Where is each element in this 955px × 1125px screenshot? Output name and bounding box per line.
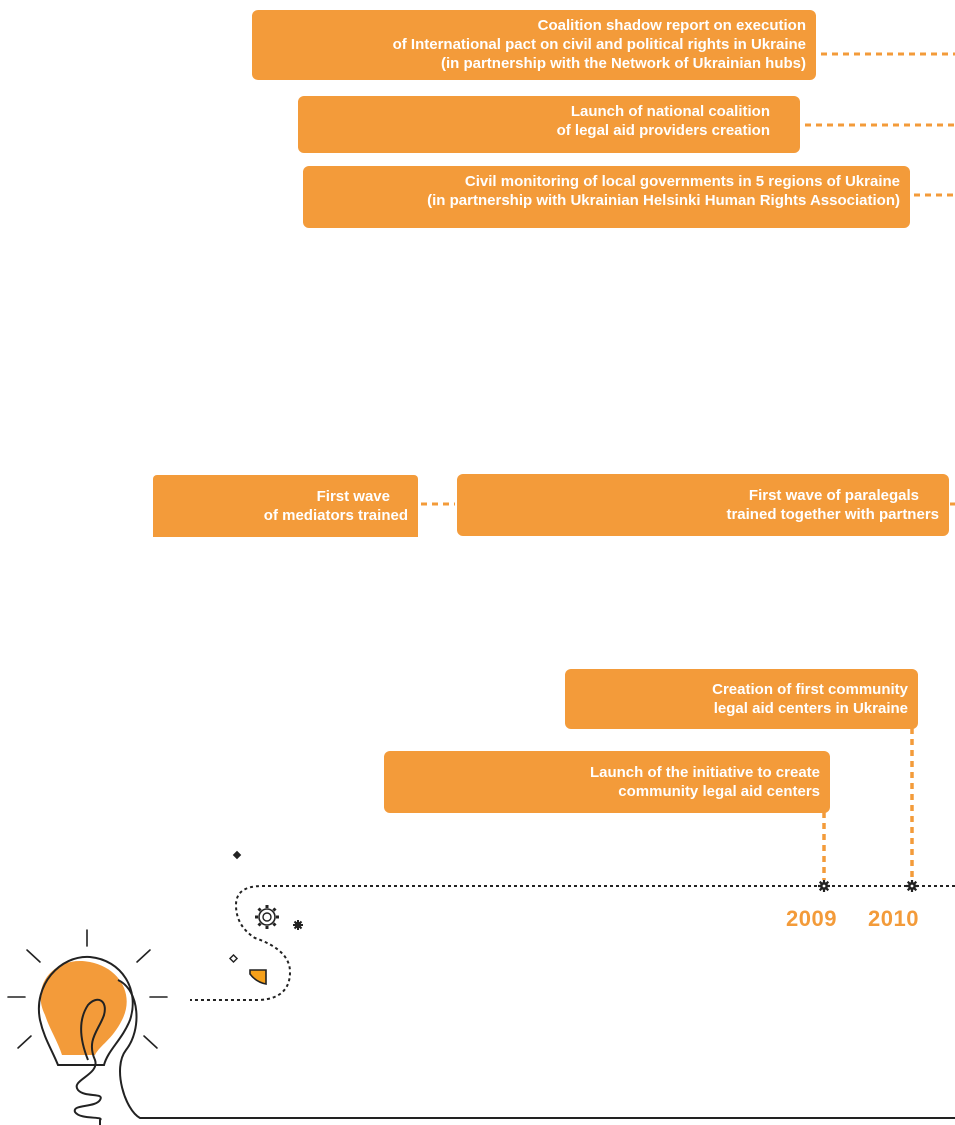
diamond-icon: [232, 850, 242, 860]
gear-icon: [906, 880, 918, 892]
milestone-paralegals: First wave of paralegals trained togethe…: [457, 474, 949, 536]
milestone-text: Launch of national coalition: [570, 103, 770, 120]
milestone-text: of legal aid providers creation: [556, 122, 770, 139]
shield-icon: [249, 969, 267, 985]
milestone-text: First wave: [316, 488, 390, 505]
milestone-text: trained together with partners: [726, 506, 939, 523]
milestone-first-centers: Creation of first community legal aid ce…: [565, 669, 918, 729]
milestone-text: Launch of the initiative to create: [589, 764, 820, 781]
milestone-coalition-launch: Launch of national coalition of legal ai…: [298, 96, 800, 153]
milestone-text: legal aid centers in Ukraine: [713, 700, 908, 717]
milestone-text: of mediators trained: [263, 507, 408, 524]
milestone-text: Coalition shadow report on execution: [537, 17, 806, 34]
milestone-text: (in partnership with Ukrainian Helsinki …: [427, 192, 900, 209]
milestone-mediators: First wave of mediators trained: [153, 475, 418, 537]
milestone-shadow-report: Coalition shadow report on execution of …: [252, 10, 816, 80]
diamond-outline-icon: [228, 953, 239, 964]
milestone-civil-monitoring: Civil monitoring of local governments in…: [303, 166, 910, 228]
milestone-text: (in partnership with the Network of Ukra…: [440, 55, 806, 72]
milestone-initiative-launch: Launch of the initiative to create commu…: [384, 751, 830, 813]
gear-outline-icon: [255, 905, 279, 929]
gear-small-icon: [293, 920, 303, 930]
lightbulb-icon: [7, 929, 955, 1125]
timeline-line: [190, 885, 955, 1001]
milestone-text: First wave of paralegals: [748, 487, 919, 504]
gear-icon: [818, 880, 830, 892]
milestone-text: of International pact on civil and polit…: [392, 36, 806, 53]
milestone-text: Creation of first community: [712, 681, 908, 698]
milestone-text: community legal aid centers: [618, 783, 820, 800]
year-label: 2009: [786, 906, 837, 931]
year-label: 2010: [868, 906, 919, 931]
milestone-text: Civil monitoring of local governments in…: [464, 173, 900, 190]
